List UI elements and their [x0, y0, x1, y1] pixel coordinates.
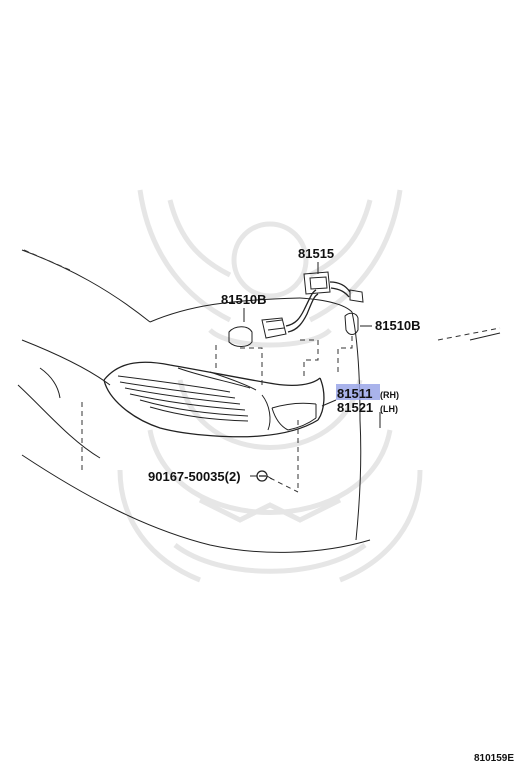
label-lamp-rh: 81511	[337, 386, 372, 401]
vehicle-body-outline	[17, 249, 501, 553]
label-wire-harness: 81515	[298, 246, 334, 261]
leader-lines	[243, 262, 381, 477]
watermark-emblem	[117, 189, 423, 583]
diagram-reference-code: 810159E	[474, 753, 514, 764]
label-bulb-left: 81510B	[221, 292, 267, 307]
label-bulb-right: 81510B	[375, 318, 421, 333]
assembly-guide-lines	[215, 336, 353, 493]
part-highlight	[336, 384, 380, 400]
label-lamp-lh-suffix: (LH)	[380, 404, 398, 414]
screw	[256, 470, 273, 482]
lamp-assembly	[103, 361, 325, 438]
label-screw: 90167-50035(2)	[148, 469, 241, 484]
label-lamp-rh-suffix: (RH)	[380, 390, 399, 400]
label-lamp-lh: 81521	[337, 400, 373, 415]
bulbs-and-harness	[228, 271, 364, 347]
